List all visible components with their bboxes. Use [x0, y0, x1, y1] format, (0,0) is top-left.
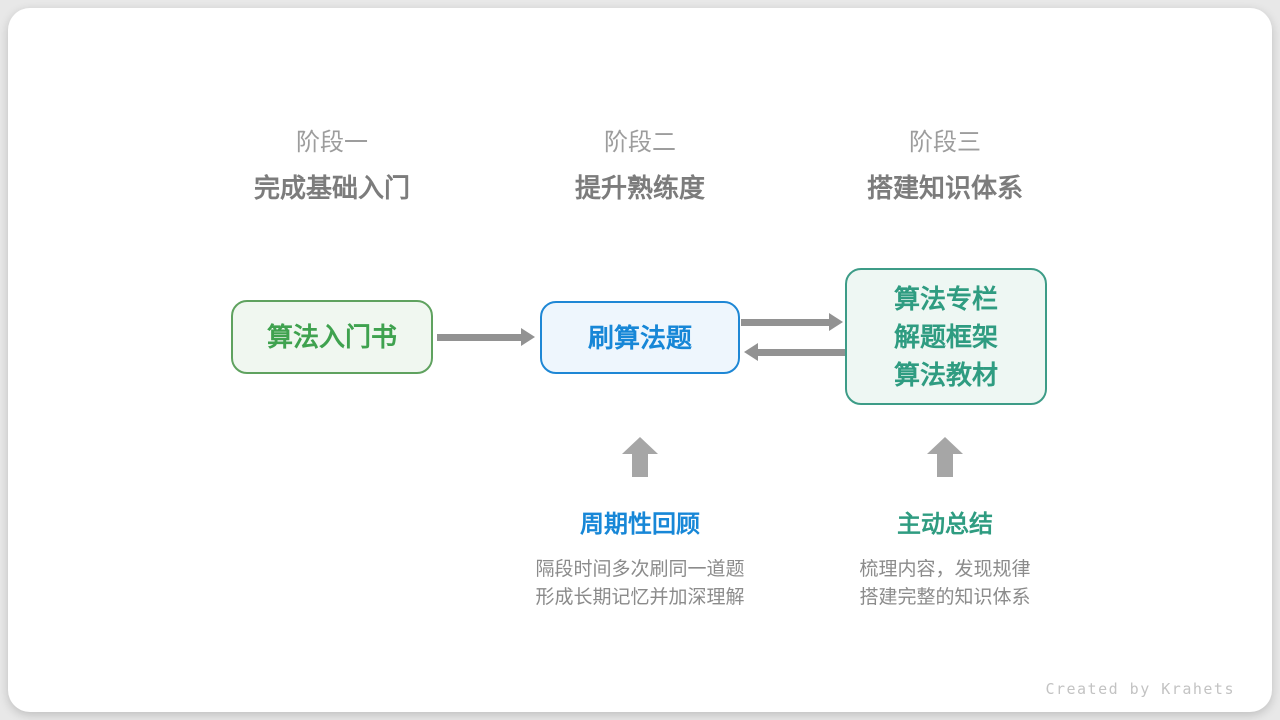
arrow-right-icon: [741, 318, 830, 326]
annotation-desc-line: 形成长期记忆并加深理解: [535, 587, 745, 608]
node-intro-book-label: 算法入门书: [266, 322, 397, 352]
stage-2-header: 阶段二 提升熟练度: [470, 128, 810, 204]
arrow-right-icon: [437, 333, 522, 341]
stage-3-subtitle: 搭建知识体系: [866, 173, 1023, 203]
stage-2-label: 阶段二: [604, 129, 676, 156]
annotation-active-summary-title: 主动总结: [897, 511, 993, 538]
credit-text: Created by Krahets: [1045, 680, 1235, 698]
arrow-up-icon: [622, 437, 658, 477]
stage-3-label: 阶段三: [909, 129, 981, 156]
stage-1-header: 阶段一 完成基础入门: [162, 128, 502, 204]
node-knowledge-line-3: 算法教材: [893, 359, 998, 390]
arrow-up-head: [927, 437, 963, 454]
arrow-left-icon: [757, 348, 845, 356]
stage-1-label: 阶段一: [296, 129, 368, 156]
annotation-periodic-review-desc: 隔段时间多次刷同一道题 形成长期记忆并加深理解: [470, 556, 810, 612]
node-knowledge-sources: 算法专栏 解题框架 算法教材: [845, 268, 1047, 405]
annotation-periodic-review-title: 周期性回顾: [580, 511, 700, 538]
annotation-desc-line: 搭建完整的知识体系: [859, 587, 1031, 608]
node-knowledge-line-1: 算法专栏: [893, 283, 998, 314]
arrow-up-icon: [927, 437, 963, 477]
annotation-desc-line: 隔段时间多次刷同一道题: [535, 559, 745, 580]
node-practice-problems-label: 刷算法题: [587, 322, 692, 353]
stage-1-subtitle: 完成基础入门: [253, 173, 410, 203]
arrow-up-stem: [632, 454, 648, 477]
annotation-desc-line: 梳理内容，发现规律: [859, 559, 1031, 580]
arrow-up-stem: [937, 454, 953, 477]
stage-2-subtitle: 提升熟练度: [574, 173, 705, 203]
annotation-active-summary-desc: 梳理内容，发现规律 搭建完整的知识体系: [775, 556, 1115, 612]
node-intro-book: 算法入门书: [231, 300, 433, 374]
node-practice-problems: 刷算法题: [540, 301, 740, 374]
arrow-up-head: [622, 437, 658, 454]
stage-3-header: 阶段三 搭建知识体系: [775, 128, 1115, 204]
node-knowledge-line-2: 解题框架: [893, 321, 998, 352]
